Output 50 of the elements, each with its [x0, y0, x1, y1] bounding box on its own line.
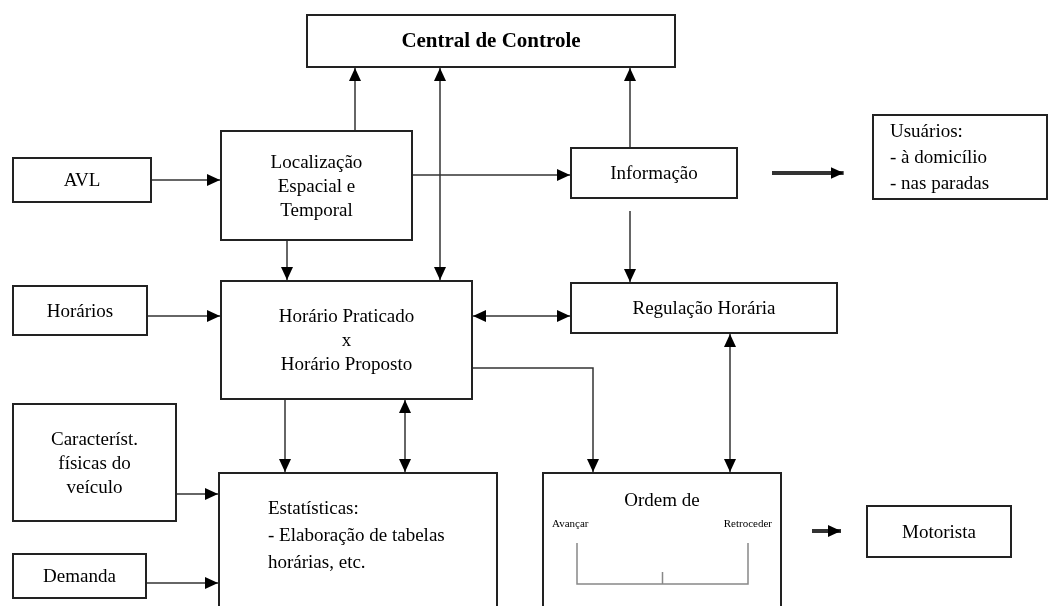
- node-text: - à domicílio: [890, 145, 988, 169]
- arrow: [724, 333, 736, 473]
- arrow: [772, 167, 844, 179]
- option-label: Avançar: [552, 515, 589, 531]
- arrow: [472, 310, 571, 322]
- arrow: [349, 67, 361, 131]
- option-label: Retroceder: [723, 515, 772, 531]
- arrow: [281, 240, 293, 281]
- process-box: [12, 553, 147, 599]
- process-box: [220, 130, 413, 241]
- process-box: [570, 282, 838, 334]
- arrow: [279, 399, 291, 473]
- process-box: [12, 157, 152, 203]
- process-box: [12, 285, 148, 336]
- node-text: AVL: [63, 168, 101, 192]
- node-text: Característ. físicas do veículo: [49, 426, 139, 499]
- arrow: [146, 577, 219, 589]
- arrow: [151, 174, 221, 186]
- process-box: [872, 114, 1048, 200]
- node-text: x: [341, 328, 352, 352]
- node-text: Localização Espacial e Temporal: [269, 149, 364, 222]
- node-text: - Elaboração de tabelas horárias, etc.: [268, 523, 446, 574]
- arrow: [176, 488, 219, 500]
- arrow: [147, 310, 221, 322]
- process-box: [220, 280, 473, 400]
- process-box: [570, 147, 738, 199]
- node-text: Horários: [46, 298, 114, 323]
- node-text: Motorista: [902, 519, 976, 544]
- arrow: [472, 367, 599, 473]
- node-text: Informação: [610, 161, 698, 185]
- node-text: Usuários:: [890, 119, 963, 143]
- process-box: [542, 472, 782, 606]
- node-text: Regulação Horária: [632, 296, 776, 320]
- arrow: [412, 169, 571, 181]
- node-text: Ordem de: [624, 488, 700, 512]
- arrow: [624, 67, 636, 148]
- process-box: [866, 505, 1012, 558]
- arrow: [624, 210, 636, 283]
- node-text: - nas paradas: [890, 171, 990, 195]
- process-box: [218, 472, 498, 606]
- node-text: Estatísticas:: [268, 496, 360, 520]
- arrow: [434, 67, 446, 281]
- arrow: [399, 399, 411, 473]
- process-box: [12, 403, 177, 522]
- process-box: [306, 14, 676, 68]
- node-text: Horário Praticado: [278, 304, 415, 328]
- arrow: [812, 525, 841, 537]
- node-title: Central de Controle: [401, 27, 581, 55]
- node-text: Horário Proposto: [280, 352, 413, 376]
- node-text: Demanda: [43, 564, 116, 588]
